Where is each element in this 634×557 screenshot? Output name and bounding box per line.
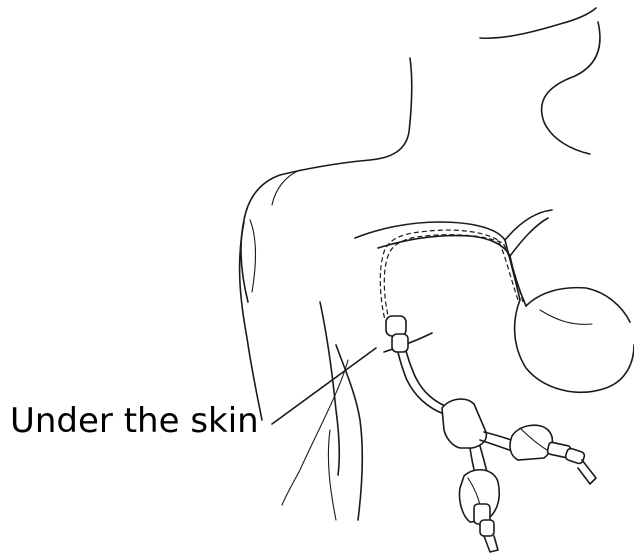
callout-leader-line: [272, 348, 376, 424]
vein-and-heart: [355, 210, 634, 392]
catheter-hub: [442, 399, 522, 478]
skin-cuff: [384, 316, 432, 352]
lower-lumen-clamp: [459, 470, 499, 552]
chest-outline: [282, 302, 362, 520]
right-lumen-clamp: [510, 425, 596, 484]
neck-outline: [370, 8, 600, 160]
shoulder-outline: [240, 160, 370, 420]
under-the-skin-label: Under the skin: [10, 404, 259, 438]
